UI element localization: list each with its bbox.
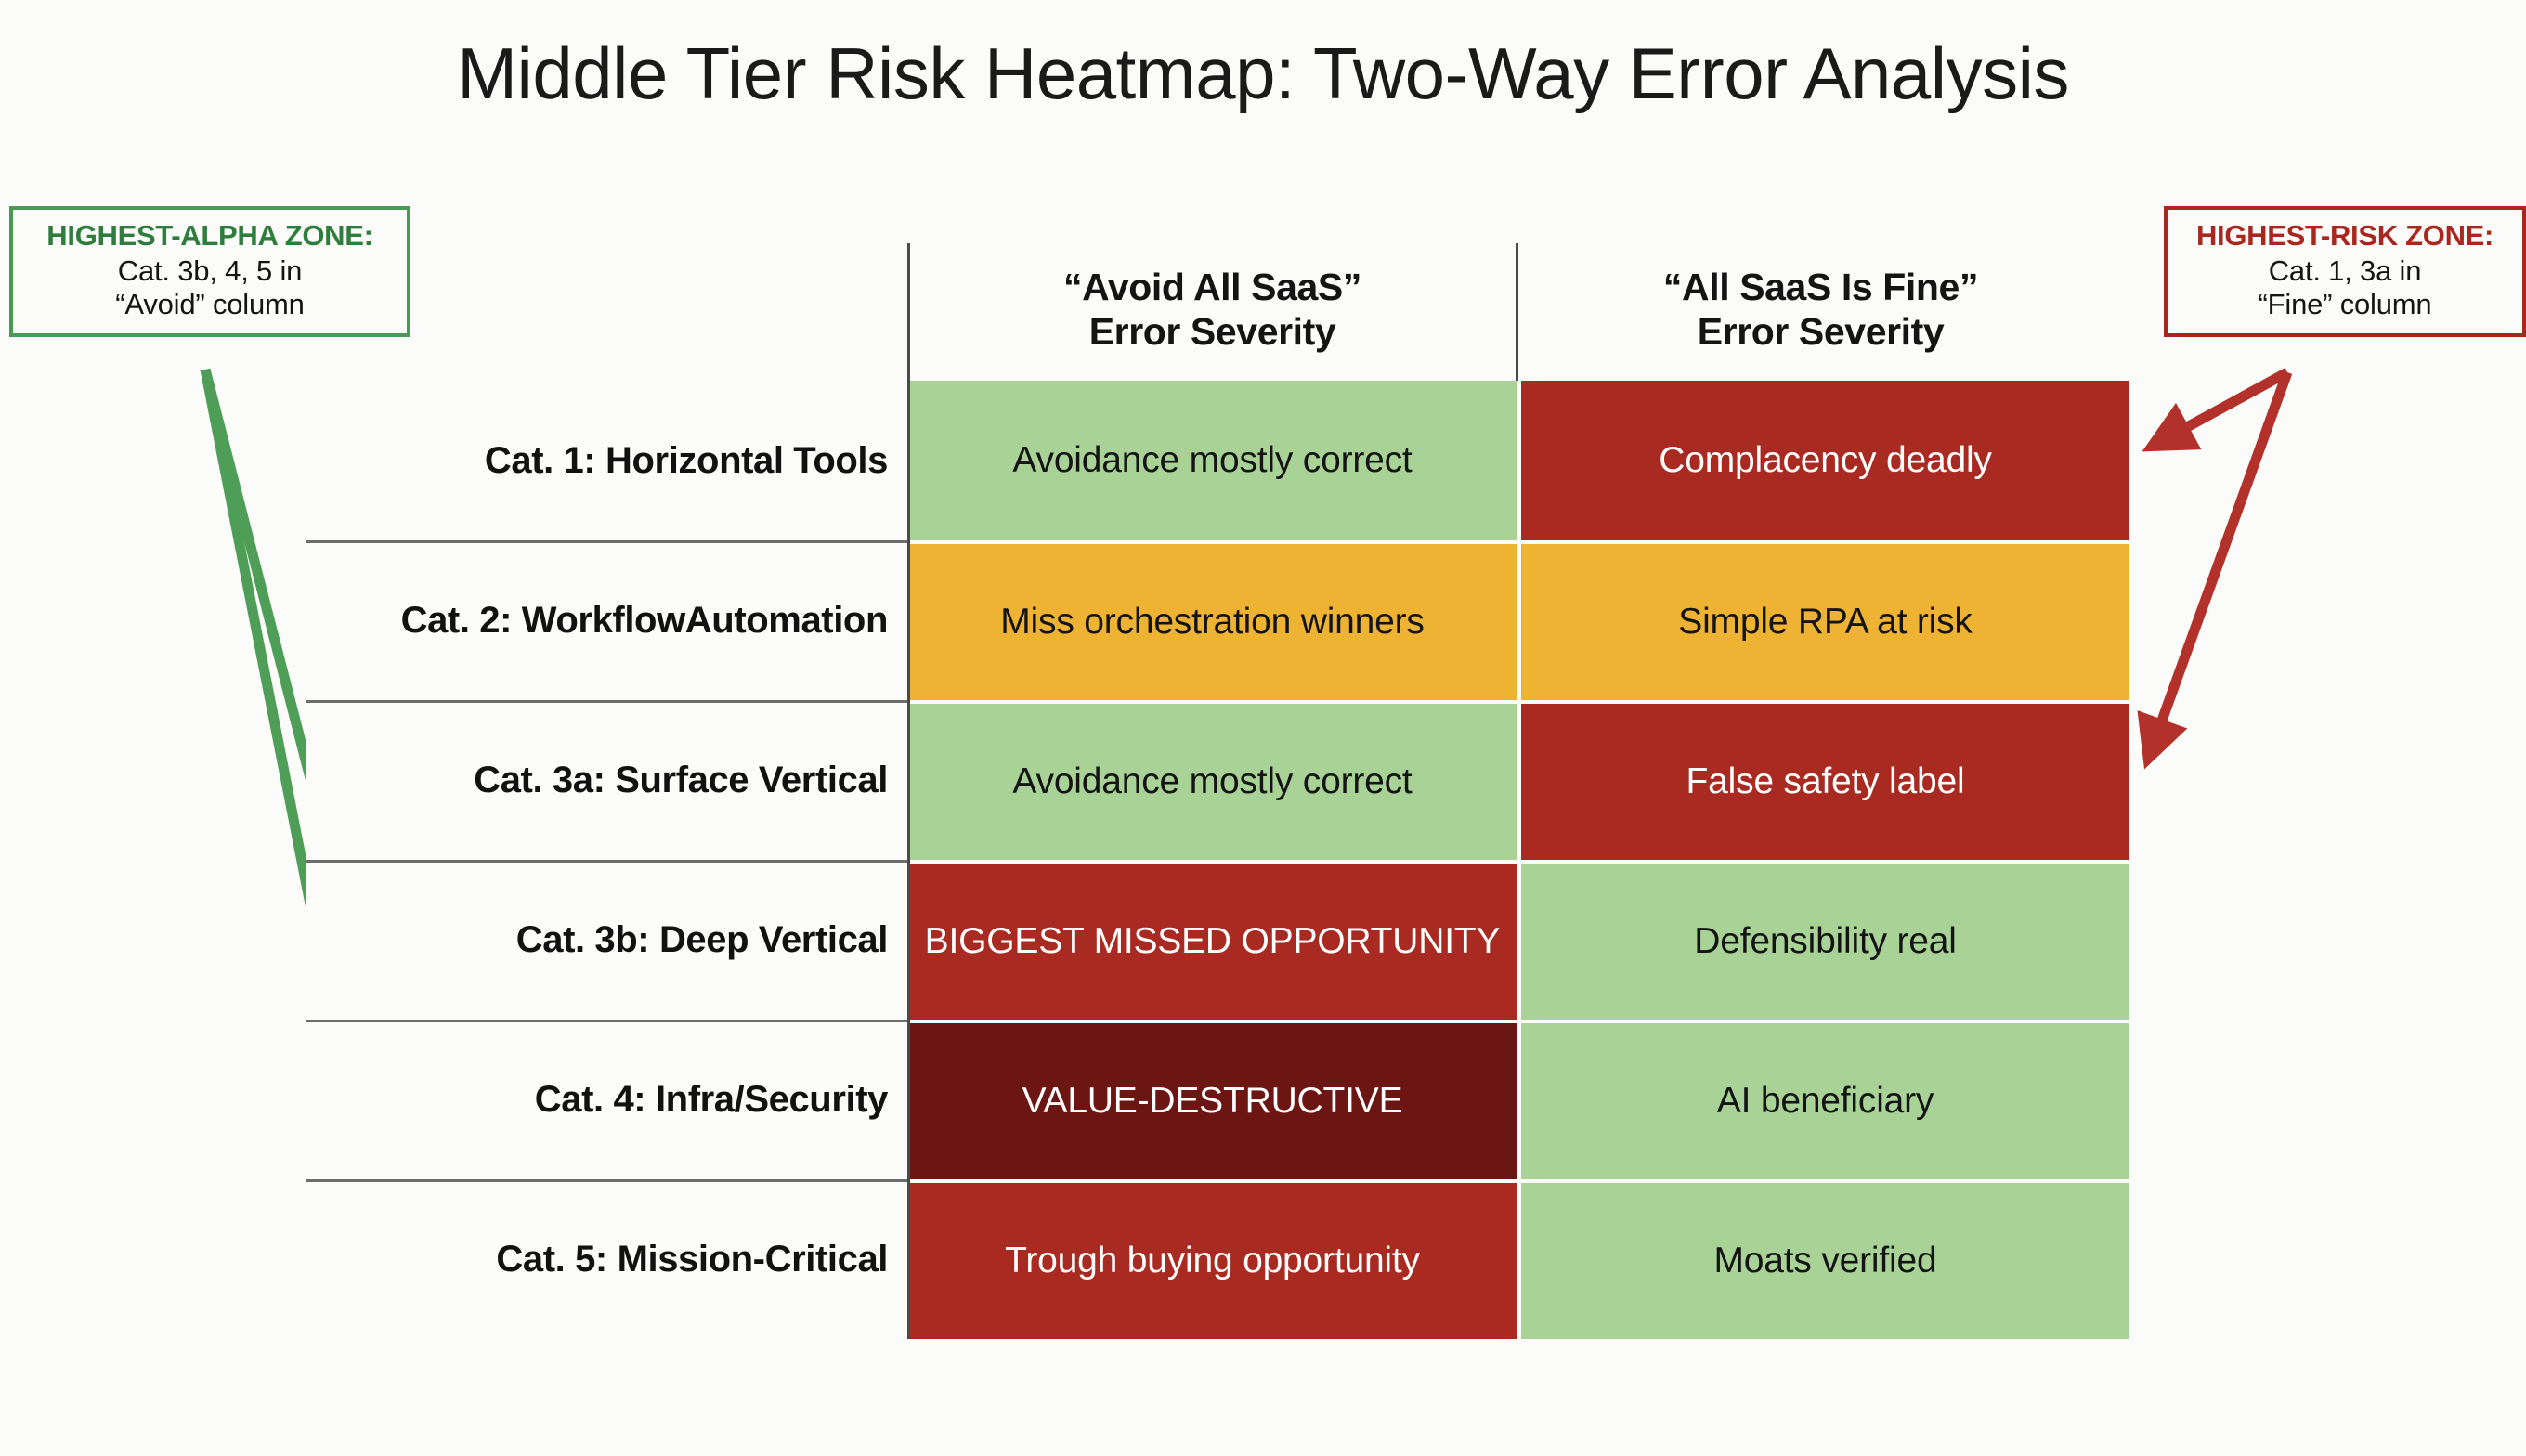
row-label-text-2: Automation — [684, 599, 889, 641]
row-label: Cat. 3a: Surface Vertical — [306, 700, 908, 860]
table-row: Cat. 3b: Deep Vertical BIGGEST MISSED OPP… — [306, 860, 2182, 1020]
heatmap-cell-avoid: Avoidance mostly correct — [908, 381, 1517, 540]
header-corner-spacer — [306, 240, 908, 381]
heatmap-cell-text: Trough buying opportunity — [1005, 1241, 1420, 1281]
row-label-text: Cat. 5: Mission-Critical — [496, 1238, 888, 1280]
row-label: Cat. 5: Mission-Critical — [306, 1179, 908, 1339]
column-header-fine-line2: Error Severity — [1697, 310, 1945, 353]
row-label: Cat. 1: Horizontal Tools — [306, 381, 908, 540]
heatmap-cell-fine: Defensibility real — [1521, 860, 2129, 1020]
highest-risk-zone-line2: “Fine” column — [2258, 287, 2432, 320]
highest-alpha-zone-line2: “Avoid” column — [115, 287, 305, 320]
table-row: Cat. 5: Mission-Critical Trough buying op… — [306, 1179, 2182, 1339]
heatmap-cell-fine: Complacency deadly — [1521, 381, 2129, 540]
highest-alpha-zone-callout: HIGHEST-ALPHA ZONE: Cat. 3b, 4, 5 in “Av… — [9, 206, 410, 337]
heatmap-cell-fine: False safety label — [1521, 700, 2129, 860]
heatmap-cell-text: Simple RPA at risk — [1678, 602, 1973, 643]
row-label-divider — [907, 700, 910, 860]
heatmap-cell-avoid: Miss orchestration winners — [908, 540, 1517, 700]
heatmap-cell-text: Miss orchestration winners — [1000, 602, 1425, 643]
row-separator — [306, 1020, 908, 1022]
row-label: Cat. 3b: Deep Vertical — [306, 860, 908, 1020]
risk-heatmap-table: “Avoid All SaaS” Error Severity “All Saa… — [306, 240, 2182, 1343]
column-header-all-saas-is-fine: “All SaaS Is Fine” Error Severity — [1517, 240, 2125, 381]
highest-risk-zone-heading: HIGHEST-RISK ZONE: — [2195, 219, 2494, 252]
row-label-divider — [907, 381, 910, 540]
highest-risk-zone-callout: HIGHEST-RISK ZONE: Cat. 1, 3a in “Fine” … — [2164, 206, 2526, 337]
header-divider-right — [1516, 243, 1518, 381]
heatmap-cell-text: Avoidance mostly correct — [1012, 761, 1413, 802]
column-header-avoid-all-saas: “Avoid All SaaS” Error Severity — [908, 240, 1517, 381]
row-separator — [306, 1179, 908, 1182]
heatmap-cell-avoid: BIGGEST MISSED OPPORTUNITY — [908, 860, 1517, 1020]
highest-alpha-zone-line1: Cat. 3b, 4, 5 in — [117, 254, 303, 288]
heatmap-cell-fine: Moats verified — [1521, 1179, 2129, 1339]
heatmap-cell-text: Avoidance mostly correct — [1012, 440, 1413, 481]
heatmap-cell-text: Complacency deadly — [1659, 440, 1992, 481]
heatmap-cell-text: BIGGEST MISSED OPPORTUNITY — [924, 921, 1501, 962]
row-label: Cat. 4: Infra/Security — [306, 1020, 908, 1179]
row-label-text: Cat. 4: Infra/Security — [534, 1078, 889, 1120]
heatmap-cell-avoid: Avoidance mostly correct — [908, 700, 1517, 860]
column-header-avoid-line1: “Avoid All SaaS” — [1063, 266, 1361, 309]
heatmap-cell-avoid: Trough buying opportunity — [908, 1179, 1517, 1339]
row-label-divider — [907, 860, 910, 1020]
column-header-avoid-line2: Error Severity — [1088, 310, 1336, 353]
row-separator — [306, 860, 908, 863]
table-row: Cat. 3a: Surface Vertical Avoidance mostl… — [306, 700, 2182, 860]
table-row: Cat. 1: Horizontal Tools Avoidance mostly… — [306, 381, 2182, 540]
heatmap-cell-fine: AI beneficiary — [1521, 1020, 2129, 1179]
column-header-fine-line1: “All SaaS Is Fine” — [1662, 266, 1979, 309]
table-row: Cat. 4: Infra/Security VALUE-DESTRUCTIVE A… — [306, 1020, 2182, 1179]
highest-alpha-zone-heading: HIGHEST-ALPHA ZONE: — [46, 219, 373, 252]
page-title: Middle Tier Risk Heatmap: Two-Way Error … — [457, 32, 2069, 114]
row-label-text: Cat. 3b: Deep Vertical — [515, 918, 889, 960]
heatmap-cell-text: Moats verified — [1713, 1241, 1937, 1281]
heatmap-cell-fine: Simple RPA at risk — [1521, 540, 2129, 700]
heatmap-cell-avoid: VALUE-DESTRUCTIVE — [908, 1020, 1517, 1179]
row-label-divider — [907, 1020, 910, 1179]
heatmap-cell-text: False safety label — [1686, 761, 1965, 802]
row-label-text: Cat. 3a: Surface Vertical — [474, 759, 888, 800]
header-divider-left — [907, 243, 910, 381]
highest-risk-zone-line1: Cat. 1, 3a in — [2268, 254, 2422, 288]
row-label-divider — [907, 540, 910, 700]
row-label-text: Cat. 2: Workflow — [400, 599, 686, 641]
heatmap-cell-text: Defensibility real — [1694, 921, 1957, 962]
row-separator — [306, 540, 908, 543]
row-label-divider — [907, 1179, 910, 1339]
heatmap-cell-text: AI beneficiary — [1716, 1081, 1934, 1122]
table-header-row: “Avoid All SaaS” Error Severity “All Saa… — [306, 240, 2182, 381]
row-separator — [306, 700, 908, 703]
heatmap-cell-text: VALUE-DESTRUCTIVE — [1022, 1081, 1403, 1122]
row-label-text: Cat. 1: Horizontal Tools — [484, 439, 889, 481]
